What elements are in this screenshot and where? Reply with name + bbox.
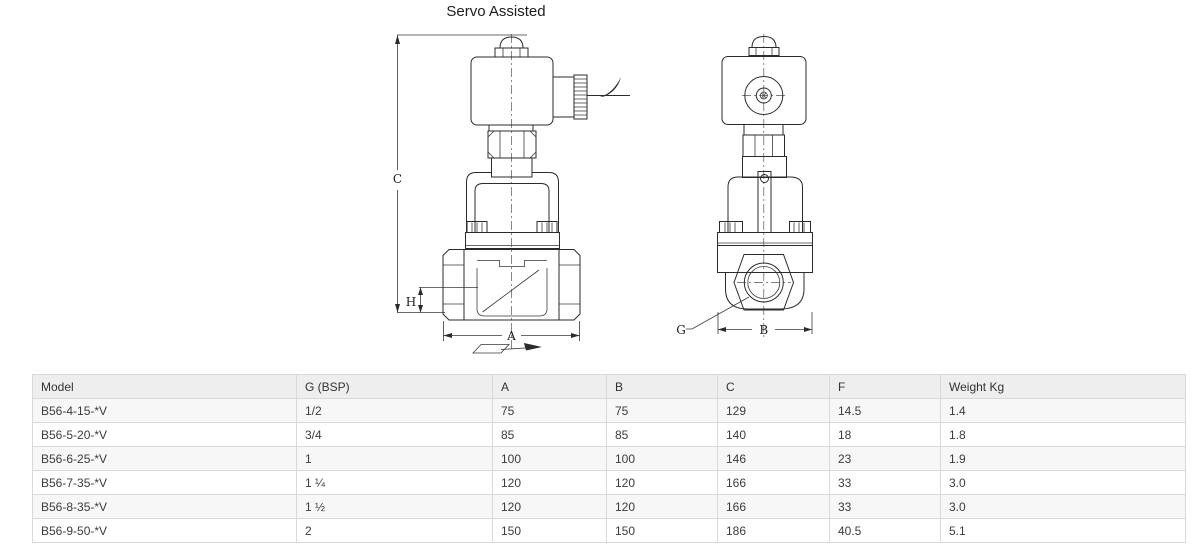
dim-label-g: G bbox=[676, 323, 686, 337]
table-cell: B56-9-50-*V bbox=[32, 518, 297, 543]
table-cell: 140 bbox=[717, 422, 830, 447]
table-cell: 1/2 bbox=[296, 398, 493, 423]
table-cell: B56-4-15-*V bbox=[32, 398, 297, 423]
technical-drawings: C H A bbox=[393, 34, 813, 354]
table-cell: 100 bbox=[492, 446, 607, 471]
table-cell: 1 bbox=[296, 446, 493, 471]
column-header: Weight Kg bbox=[940, 374, 1186, 399]
table-cell: 2 bbox=[296, 518, 493, 543]
table-cell: 33 bbox=[829, 470, 941, 495]
front-view-drawing: C H A bbox=[393, 34, 630, 354]
dim-label-c: C bbox=[393, 172, 402, 186]
table-cell: B56-6-25-*V bbox=[32, 446, 297, 471]
table-cell: 100 bbox=[606, 446, 718, 471]
flow-arrow-symbol bbox=[472, 343, 542, 354]
table-cell: 75 bbox=[606, 398, 718, 423]
table-cell: 120 bbox=[606, 470, 718, 495]
column-header: A bbox=[492, 374, 607, 399]
table-cell: 1 ¼ bbox=[296, 470, 493, 495]
table-cell: 146 bbox=[717, 446, 830, 471]
table-cell: 3.0 bbox=[940, 494, 1186, 519]
dim-label-b: B bbox=[759, 323, 768, 337]
table-cell: 120 bbox=[492, 470, 607, 495]
table-cell: 120 bbox=[492, 494, 607, 519]
table-cell: 18 bbox=[829, 422, 941, 447]
page-title: Servo Assisted bbox=[446, 3, 546, 20]
table-cell: 85 bbox=[606, 422, 718, 447]
table-cell: 23 bbox=[829, 446, 941, 471]
table-cell: B56-8-35-*V bbox=[32, 494, 297, 519]
table-cell: 5.1 bbox=[940, 518, 1186, 543]
table-cell: B56-5-20-*V bbox=[32, 422, 297, 447]
column-header: B bbox=[606, 374, 718, 399]
table-cell: 129 bbox=[717, 398, 830, 423]
table-cell: 166 bbox=[717, 470, 830, 495]
table-cell: 3/4 bbox=[296, 422, 493, 447]
table-cell: 150 bbox=[492, 518, 607, 543]
column-header: C bbox=[717, 374, 830, 399]
table-cell: 1.8 bbox=[940, 422, 1186, 447]
dim-label-a: A bbox=[506, 329, 516, 343]
table-cell: 33 bbox=[829, 494, 941, 519]
table-cell: 1.9 bbox=[940, 446, 1186, 471]
table-cell: 75 bbox=[492, 398, 607, 423]
table-cell: 3.0 bbox=[940, 470, 1186, 495]
table-cell: 40.5 bbox=[829, 518, 941, 543]
table-cell: 14.5 bbox=[829, 398, 941, 423]
column-header: F bbox=[829, 374, 941, 399]
table-cell: 186 bbox=[717, 518, 830, 543]
dim-label-h: H bbox=[406, 295, 416, 309]
table-cell: 1.4 bbox=[940, 398, 1186, 423]
table-cell: 150 bbox=[606, 518, 718, 543]
table-cell: B56-7-35-*V bbox=[32, 470, 297, 495]
column-header: Model bbox=[32, 374, 297, 399]
column-header: G (BSP) bbox=[296, 374, 493, 399]
side-view-drawing: G B bbox=[676, 34, 813, 340]
table-cell: 85 bbox=[492, 422, 607, 447]
table-cell: 120 bbox=[606, 494, 718, 519]
table-cell: 1 ½ bbox=[296, 494, 493, 519]
table-cell: 166 bbox=[717, 494, 830, 519]
